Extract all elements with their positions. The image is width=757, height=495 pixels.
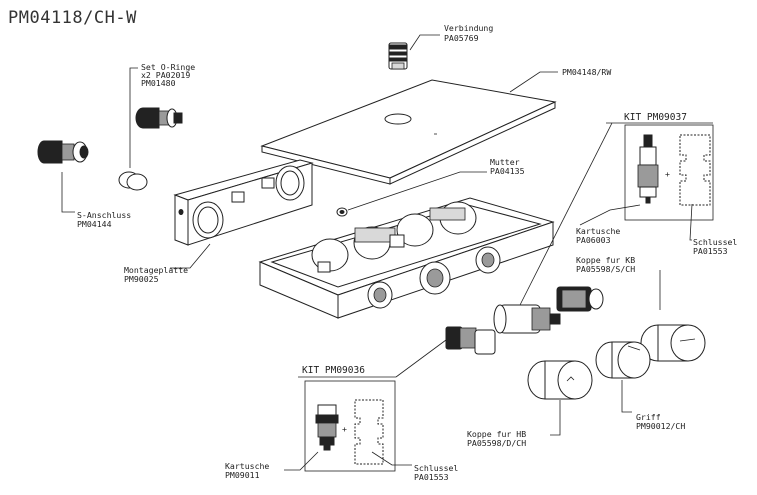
main-housing-part [258,197,555,319]
mutter-label: Mutter [490,157,520,167]
kartusche-right-code: PA06003 [576,235,611,245]
o-ring-set-label: Set O-Ringe [141,62,195,72]
griff-label: Griff [636,412,661,422]
griff-handle-part [595,341,651,379]
koppe-kb-code: PA05598/S/CH [576,264,635,274]
schlussel-right-code: PA01553 [693,246,728,256]
koppe-hb-label: Koppe fur HB [467,429,526,439]
mounting-plate-part [173,159,314,246]
kit-right-cartridge-part [637,134,659,204]
kit-right-box [624,124,714,221]
cartridge-left-part [445,326,496,355]
koppe-hb-code: PA05598/D/CH [467,438,526,448]
montageplatte-code: PM90025 [124,274,159,284]
s-anschluss-code: PM04144 [77,219,112,229]
schlussel-right-label: Schlussel [693,237,737,247]
kartusche-left-label: Kartusche [225,461,269,471]
kit-left-key-part [354,399,384,465]
s-anschluss-part [37,140,89,164]
kit-left-cartridge-part [315,404,339,451]
diagram-title: PM04118/CH-W [8,8,137,28]
mutter-nut-part [336,207,348,217]
verbindung-connector-part [388,42,408,70]
kit-right-plus: + [665,169,670,179]
kit-right-key-part [679,134,711,206]
koppe-kb-label: Koppe fur KB [576,255,635,265]
montageplatte-label: Montageplatte [124,265,188,275]
kit-left-plus: + [342,424,347,434]
verbindung-label: Verbindung [444,23,493,33]
kit-left-label: KIT PM09036 [302,365,365,376]
koppe-hb-cap-part [527,360,593,400]
verbindung-code: PA05769 [444,33,479,43]
kit-left-box [304,380,396,472]
kartusche-right-label: Kartusche [576,226,620,236]
schlussel-left-label: Schlussel [414,463,458,473]
cartridge-middle-part [493,304,561,334]
mutter-code: PA04135 [490,166,525,176]
cartridge-upper-right-part [556,286,604,312]
o-ring-set-part [118,171,148,191]
schlussel-left-code: PA01553 [414,472,449,482]
o-ring-set-code: PM01480 [141,78,176,88]
o-ring-set-qty: x2 PA02019 [141,70,190,80]
kartusche-left-code: PM09011 [225,470,260,480]
cover-plate-part [260,79,557,185]
kit-right-label: KIT PM09037 [624,112,687,123]
koppe-kb-cap-part [640,324,706,362]
griff-code: PM90012/CH [636,421,685,431]
cover-plate-label: PM04148/RW [562,67,611,77]
o-ring-valve-part [135,107,183,129]
s-anschluss-label: S-Anschluss [77,210,131,220]
